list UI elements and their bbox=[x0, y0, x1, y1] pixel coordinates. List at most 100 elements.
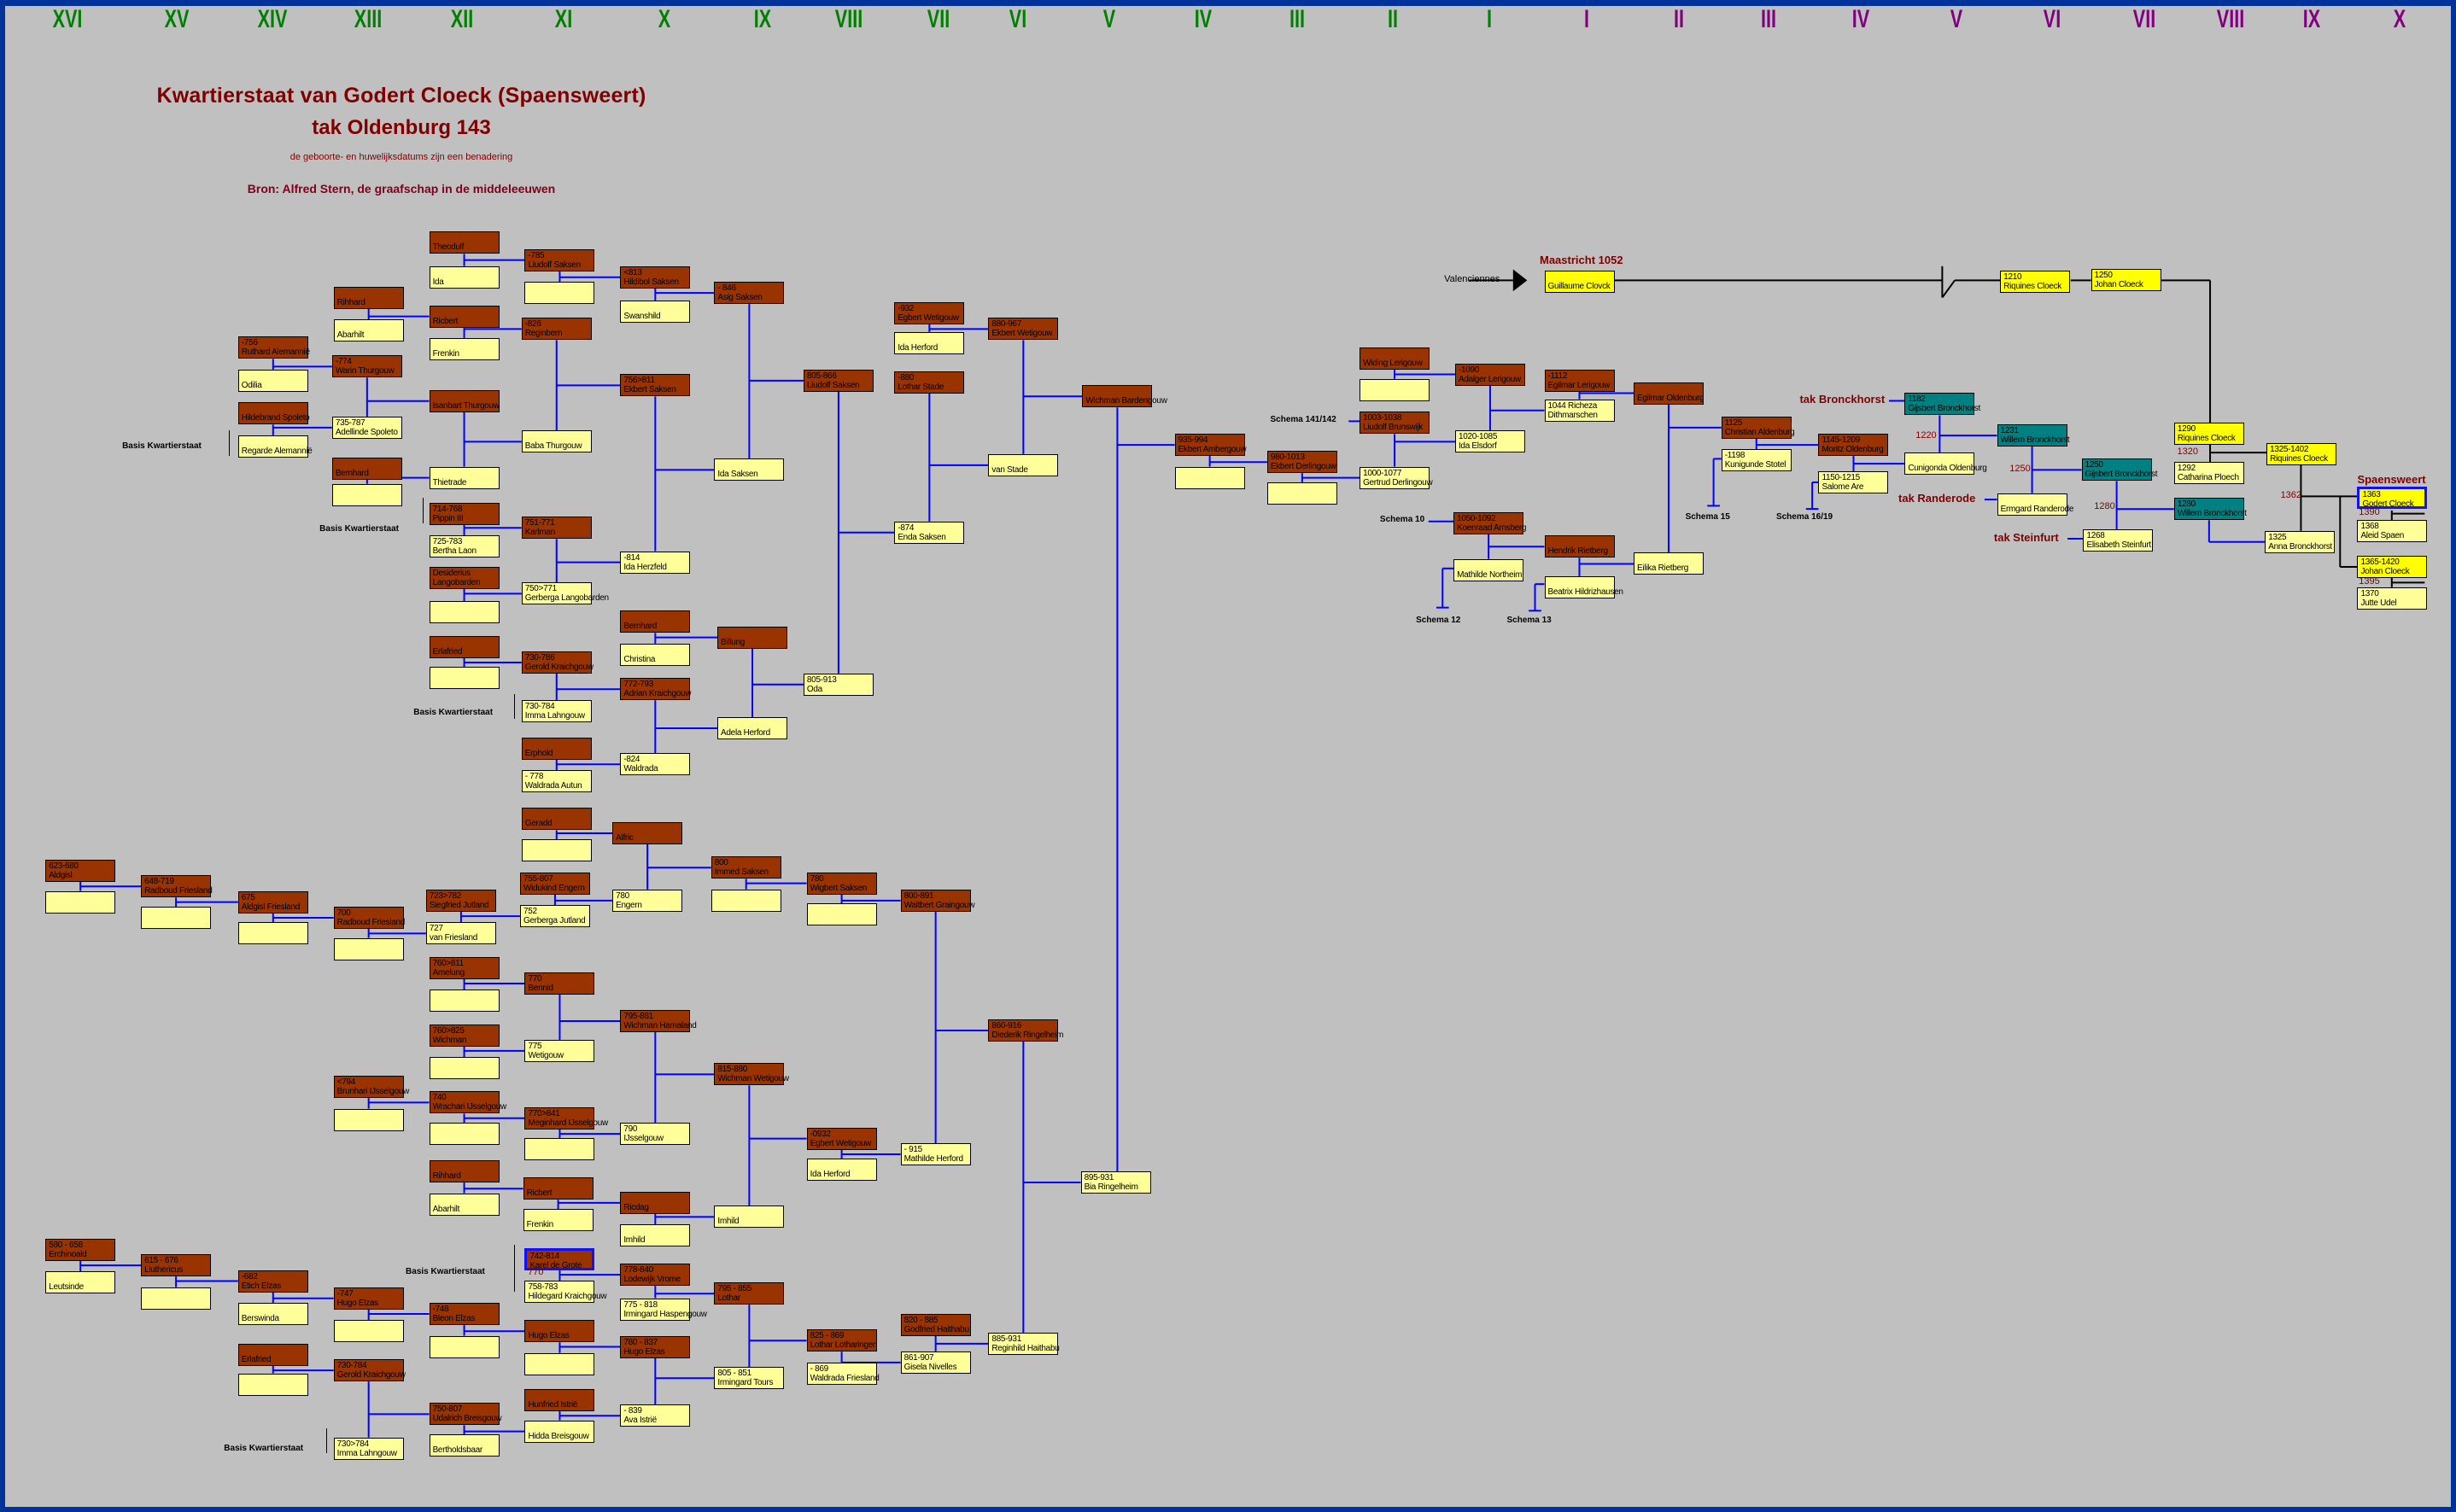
person-box[interactable]: Hidda Breisgouw bbox=[524, 1420, 595, 1443]
person-box[interactable] bbox=[429, 1335, 500, 1358]
person-box[interactable]: Ricbert bbox=[429, 305, 500, 328]
person-box[interactable]: Regarde Alemannië bbox=[237, 435, 313, 458]
person-box[interactable] bbox=[524, 282, 595, 305]
person-box[interactable] bbox=[429, 1123, 500, 1146]
person-box[interactable]: Bernhard bbox=[620, 610, 691, 633]
person-box[interactable]: Ida Saksen bbox=[714, 458, 785, 482]
person-box[interactable] bbox=[429, 667, 500, 690]
person-box[interactable]: Imhild bbox=[620, 1224, 691, 1247]
person-box[interactable] bbox=[141, 906, 212, 929]
person-box[interactable]: Wichman Bardengouw bbox=[1082, 385, 1167, 408]
person-box[interactable]: Ricbert bbox=[523, 1177, 594, 1200]
person-box[interactable]: Rihhard bbox=[429, 1160, 500, 1183]
person-box[interactable]: Ida Herford bbox=[806, 1159, 877, 1182]
person-box[interactable]: Berswinda bbox=[237, 1303, 308, 1326]
person-box[interactable] bbox=[806, 903, 877, 926]
person-box[interactable] bbox=[429, 1057, 500, 1080]
person-box[interactable]: Imhild bbox=[714, 1206, 785, 1229]
person-box[interactable]: Hildebrand Spoleto bbox=[237, 402, 310, 425]
person-box[interactable]: Egilmar Oldenburg bbox=[1634, 382, 1705, 405]
person-box[interactable] bbox=[333, 1108, 404, 1131]
person-box[interactable]: Hugo Elzas bbox=[524, 1320, 595, 1343]
person-box[interactable] bbox=[429, 601, 500, 624]
person-box[interactable]: Thietrade bbox=[429, 466, 500, 489]
person-box[interactable] bbox=[1174, 466, 1245, 489]
person-box[interactable]: Rihhard bbox=[333, 286, 404, 309]
person-box[interactable]: Eilika Rietberg bbox=[1634, 552, 1705, 575]
person-box[interactable] bbox=[1360, 378, 1430, 401]
person-box[interactable] bbox=[141, 1287, 212, 1310]
person-box[interactable]: Widing Lerigouw bbox=[1360, 347, 1430, 371]
person-box[interactable]: Erlafried bbox=[237, 1343, 308, 1366]
person-box[interactable]: Swanshild bbox=[620, 301, 691, 324]
person-box[interactable]: Frenkin bbox=[429, 338, 500, 361]
person-box[interactable]: Mathilde Northeim bbox=[1453, 558, 1524, 581]
person-box[interactable]: Hunfried Istrië bbox=[524, 1388, 595, 1411]
person-box[interactable] bbox=[331, 483, 402, 506]
person-box[interactable]: Abarhilt bbox=[333, 319, 404, 342]
person-box[interactable]: Alfric bbox=[612, 821, 683, 844]
person-box[interactable]: Ida bbox=[429, 266, 500, 289]
person-box[interactable] bbox=[333, 937, 404, 960]
person-box[interactable]: Hendrik Rietberg bbox=[1544, 535, 1615, 558]
